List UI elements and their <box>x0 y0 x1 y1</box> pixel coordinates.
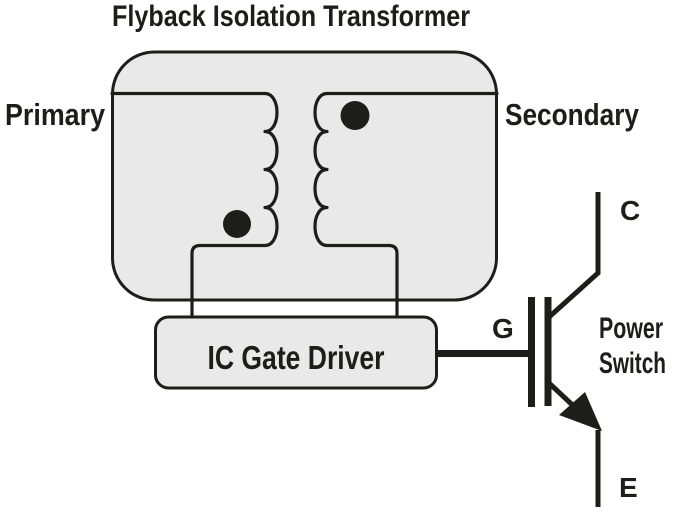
primary-label: Primary <box>5 97 106 132</box>
ic-gate-driver-label: IC Gate Driver <box>208 339 385 376</box>
transformer-body <box>111 50 498 302</box>
secondary-label: Secondary <box>505 97 640 132</box>
transformer-symbol <box>110 50 499 324</box>
emitter-arrow-icon <box>559 392 602 431</box>
secondary-winding <box>313 91 499 324</box>
primary-polarity-dot-icon <box>223 210 251 238</box>
power-switch-label: Power Switch <box>599 312 666 380</box>
diagram-title: Flyback Isolation Transformer <box>112 0 470 33</box>
power-switch-label-line1: Power <box>599 312 663 345</box>
ic-gate-driver: IC Gate Driver <box>154 315 438 390</box>
gate-label: G <box>492 313 514 344</box>
ic-gate-driver-box <box>154 315 438 390</box>
emitter-label: E <box>619 472 638 503</box>
collector-label: C <box>620 195 640 226</box>
collector-lead <box>546 192 601 320</box>
power-switch-label-line2: Switch <box>599 347 666 380</box>
primary-winding <box>110 91 279 324</box>
secondary-polarity-dot-icon <box>340 101 370 130</box>
power-switch-symbol <box>528 192 602 507</box>
